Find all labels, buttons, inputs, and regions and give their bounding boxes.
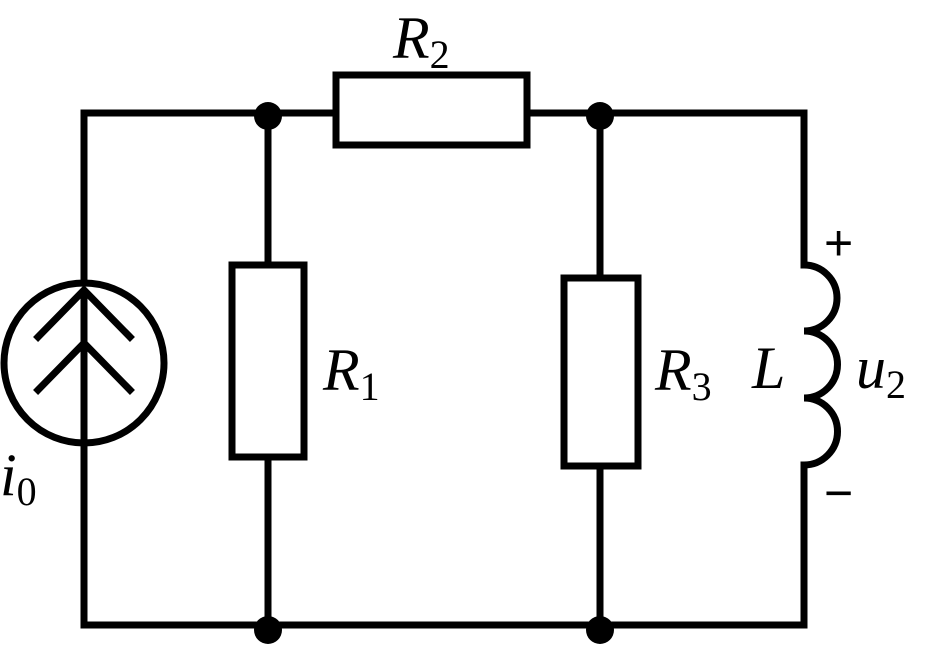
current-source [0, 279, 168, 447]
node-top-right [586, 102, 614, 130]
current-source-arrow-upper [33, 284, 135, 342]
label-current-i0: i0 [0, 442, 37, 514]
current-source-arrow-lower [33, 337, 135, 395]
label-r2: R2 [392, 5, 450, 77]
label-inductor: L [751, 335, 785, 401]
node-top-left [254, 102, 282, 130]
label-voltage-u2: u2 [856, 335, 906, 407]
voltage-plus-sign: + [824, 215, 853, 271]
resistor-r1 [228, 261, 308, 461]
inductor-coil [800, 261, 841, 469]
node-bottom-left [254, 616, 282, 644]
voltage-minus-sign: − [824, 465, 853, 521]
label-r3: R3 [654, 337, 712, 409]
resistor-r2 [332, 71, 531, 149]
resistor-r3 [560, 274, 642, 470]
label-r1: R1 [322, 337, 380, 409]
node-bottom-right [586, 616, 614, 644]
